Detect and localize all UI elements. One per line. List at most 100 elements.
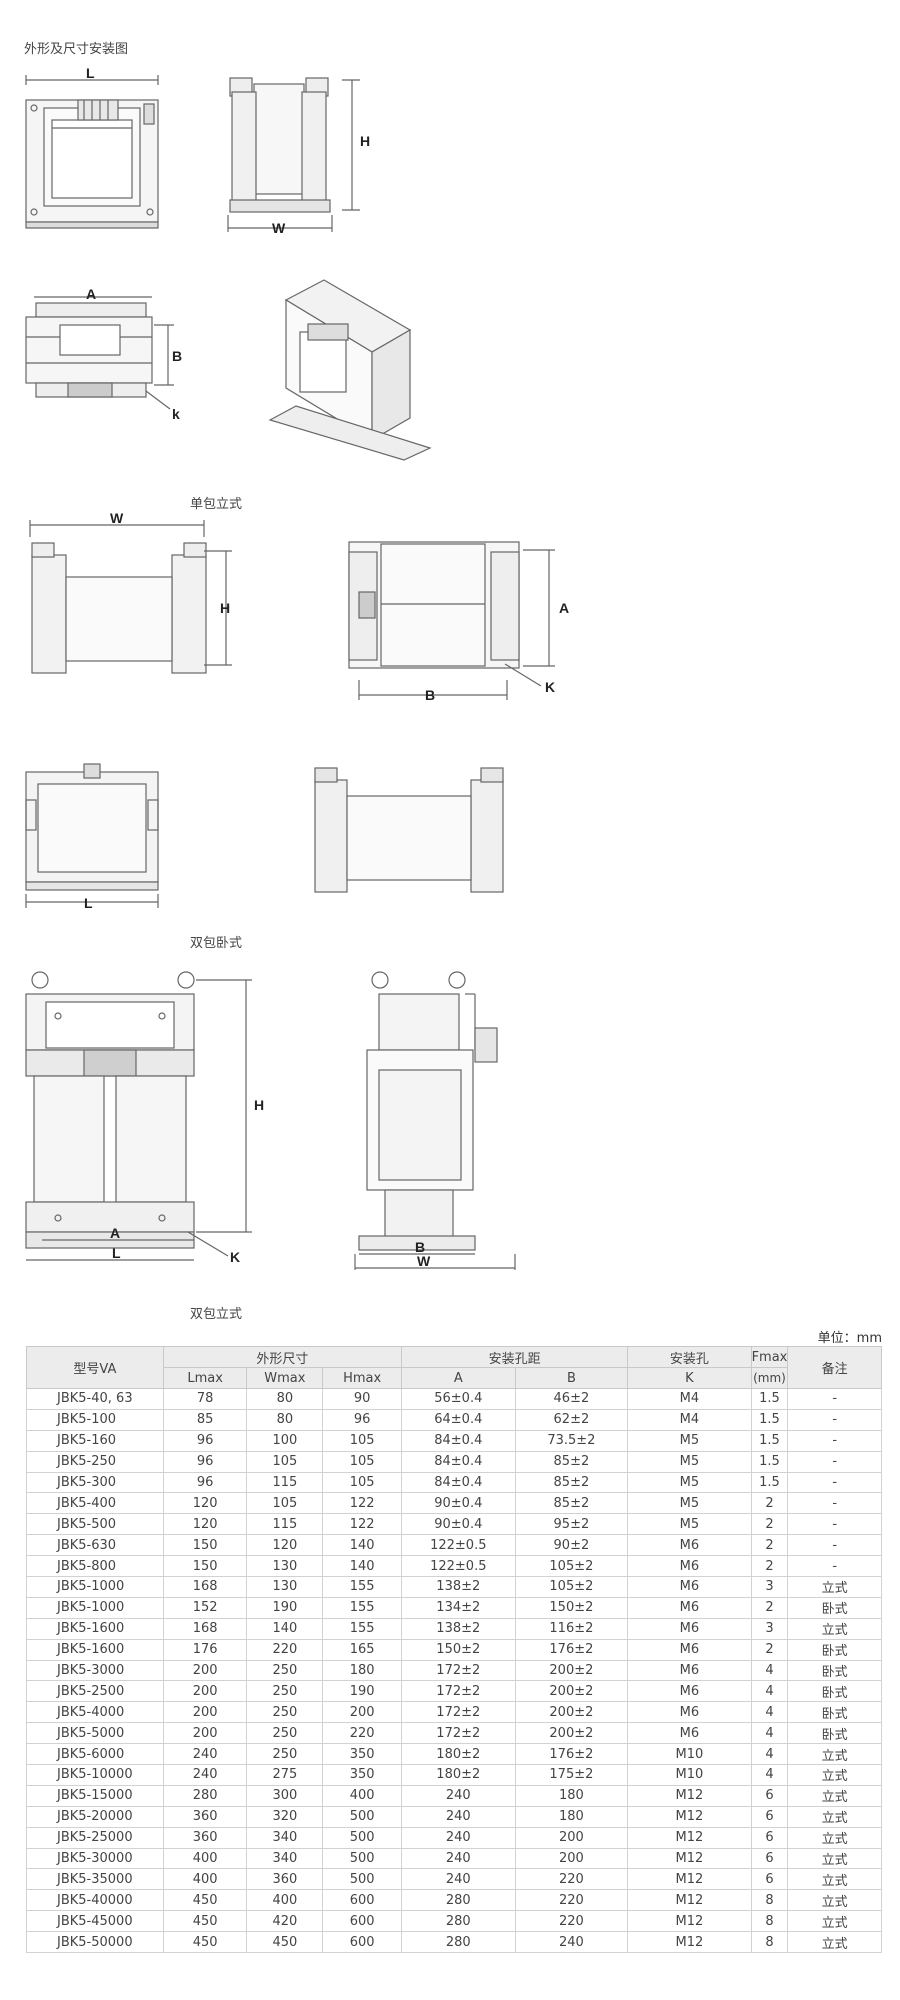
cell-hmax: 90 (322, 1388, 402, 1410)
cell-remark: - (787, 1388, 882, 1410)
cell-spacing-a: 172±2 (400, 1701, 516, 1724)
cell-lmax: 240 (162, 1764, 248, 1786)
cell-wmax: 400 (246, 1889, 324, 1912)
cell-remark: 卧式 (787, 1596, 882, 1619)
caption-double-vertical: 双包立式 (190, 1307, 243, 1322)
cell-spacing-b: 200 (514, 1826, 629, 1849)
cell-hmax: 155 (322, 1596, 402, 1619)
cell-wmax: 130 (246, 1576, 324, 1598)
cell-remark: 卧式 (787, 1638, 882, 1661)
cell-wmax: 360 (246, 1868, 324, 1891)
cell-remark: 立式 (787, 1889, 882, 1912)
dim-label-A: A (559, 600, 569, 616)
dim-label-K: K (230, 1249, 240, 1265)
cell-hmax: 190 (322, 1680, 402, 1703)
cell-remark: - (787, 1429, 882, 1452)
cell-fmax: 4 (750, 1764, 789, 1786)
dim-label-L: L (86, 65, 95, 81)
cell-spacing-a: 84±0.4 (400, 1471, 516, 1494)
cell-hmax: 122 (322, 1513, 402, 1536)
cell-spacing-a: 122±0.5 (400, 1534, 516, 1557)
cell-wmax: 300 (246, 1784, 324, 1807)
horizontal-top-drawing: B A K (348, 541, 569, 703)
cell-remark: - (787, 1492, 882, 1515)
cell-remark: 卧式 (787, 1680, 882, 1703)
cell-lmax: 450 (162, 1931, 248, 1954)
cell-spacing-a: 150±2 (400, 1638, 516, 1661)
cell-spacing-a: 240 (400, 1826, 516, 1849)
cell-wmax: 140 (246, 1617, 324, 1640)
cell-lmax: 200 (162, 1701, 248, 1724)
cell-lmax: 360 (162, 1805, 248, 1828)
cell-remark: 立式 (787, 1743, 882, 1766)
cell-hole-k: M12 (627, 1805, 752, 1828)
cell-spacing-a: 240 (400, 1847, 516, 1870)
cell-spacing-b: 176±2 (514, 1638, 629, 1661)
cell-wmax: 340 (246, 1847, 324, 1870)
cell-fmax: 6 (750, 1847, 789, 1870)
cell-fmax: 1.5 (750, 1450, 789, 1473)
cell-remark: 立式 (787, 1805, 882, 1828)
cell-model: JBK5-4000 (26, 1701, 164, 1724)
cell-spacing-a: 180±2 (400, 1764, 516, 1786)
cell-lmax: 400 (162, 1868, 248, 1891)
cell-model: JBK5-630 (26, 1534, 164, 1557)
cell-model: JBK5-25000 (26, 1826, 164, 1849)
cell-spacing-b: 200±2 (514, 1680, 629, 1703)
section-title: 外形及尺寸安装图 (24, 42, 129, 57)
cell-lmax: 96 (162, 1471, 248, 1494)
cell-remark: 立式 (787, 1847, 882, 1870)
cell-model: JBK5-5000 (26, 1722, 164, 1745)
cell-hole-k: M6 (627, 1659, 752, 1682)
header-lmax: Lmax (162, 1367, 248, 1389)
cell-hole-k: M12 (627, 1784, 752, 1807)
cell-lmax: 240 (162, 1743, 248, 1766)
cell-spacing-b: 220 (514, 1910, 629, 1933)
cell-model: JBK5-300 (26, 1471, 164, 1494)
cell-wmax: 450 (246, 1931, 324, 1954)
cell-lmax: 168 (162, 1576, 248, 1598)
cell-lmax: 96 (162, 1450, 248, 1473)
cell-spacing-b: 180 (514, 1784, 629, 1807)
cell-spacing-b: 200±2 (514, 1659, 629, 1682)
cell-hole-k: M4 (627, 1408, 752, 1431)
cell-hmax: 200 (322, 1701, 402, 1724)
cell-fmax: 2 (750, 1492, 789, 1515)
header-model: 型号VA (26, 1346, 164, 1389)
dim-label-L: L (84, 895, 93, 911)
cell-fmax: 4 (750, 1722, 789, 1745)
cell-spacing-b: 175±2 (514, 1764, 629, 1786)
cell-spacing-a: 240 (400, 1784, 516, 1807)
cell-spacing-b: 95±2 (514, 1513, 629, 1536)
cell-wmax: 250 (246, 1659, 324, 1682)
cell-model: JBK5-15000 (26, 1784, 164, 1807)
cell-hmax: 500 (322, 1805, 402, 1828)
cell-remark: 立式 (787, 1764, 882, 1786)
cell-wmax: 120 (246, 1534, 324, 1557)
dim-label-K: K (545, 679, 555, 695)
header-spacing: 安装孔距 (400, 1346, 629, 1368)
cell-fmax: 2 (750, 1513, 789, 1536)
cell-wmax: 115 (246, 1513, 324, 1536)
side-view-drawing: W H (227, 77, 370, 236)
cell-spacing-b: 116±2 (514, 1617, 629, 1640)
cell-hmax: 600 (322, 1889, 402, 1912)
cell-spacing-b: 176±2 (514, 1743, 629, 1766)
cell-hole-k: M10 (627, 1764, 752, 1786)
cell-wmax: 250 (246, 1743, 324, 1766)
cell-wmax: 115 (246, 1471, 324, 1494)
dim-label-B: B (172, 348, 182, 364)
cell-spacing-b: 90±2 (514, 1534, 629, 1557)
cell-fmax: 3 (750, 1576, 789, 1598)
spec-table: 型号VA 外形尺寸 安装孔距 安装孔 Fmax 备注 Lmax Wmax Hma… (26, 1346, 882, 1954)
cell-fmax: 8 (750, 1889, 789, 1912)
cell-hmax: 105 (322, 1471, 402, 1494)
cell-spacing-b: 105±2 (514, 1576, 629, 1598)
cell-lmax: 200 (162, 1722, 248, 1745)
cell-spacing-a: 90±0.4 (400, 1513, 516, 1536)
